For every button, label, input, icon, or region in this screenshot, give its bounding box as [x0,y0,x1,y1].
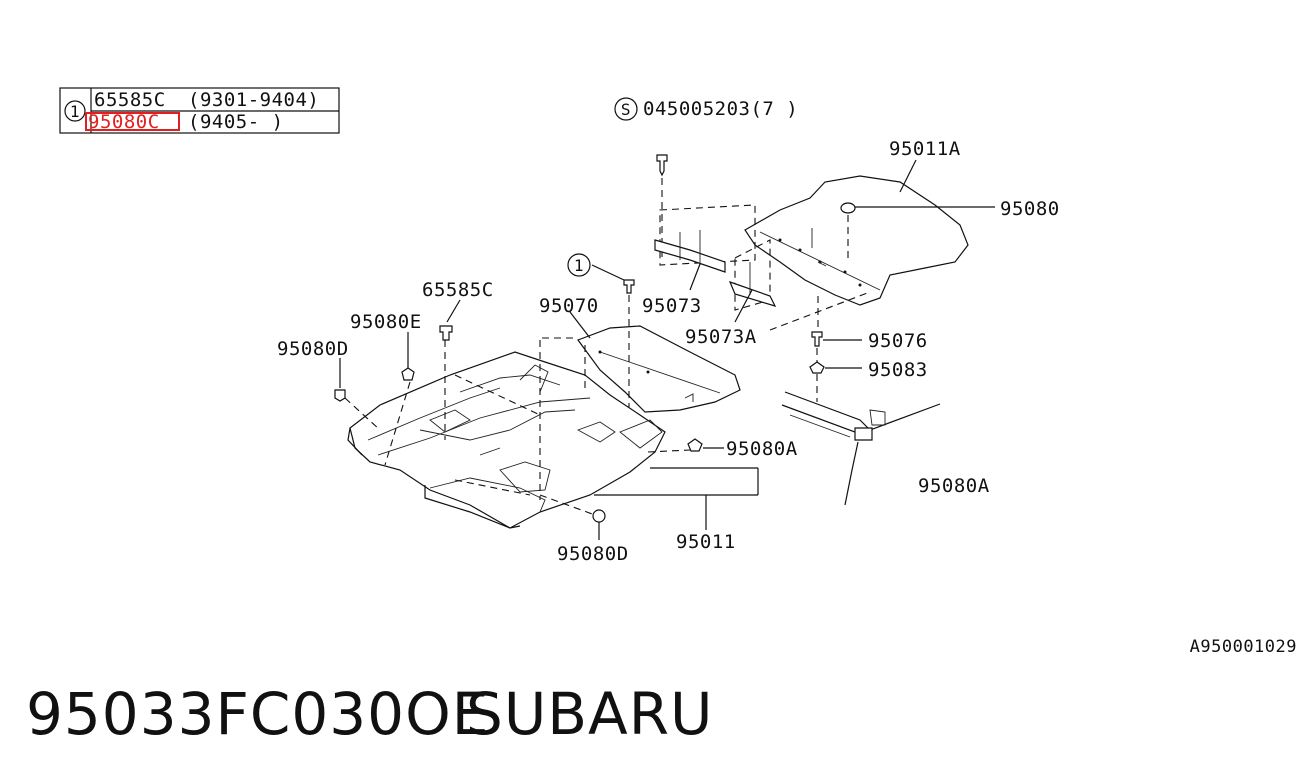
label-95080D-left[interactable]: 95080D [277,338,349,360]
label-95080A[interactable]: 95080A [726,438,798,460]
label-95073[interactable]: 95073 [642,295,702,317]
svg-text:1: 1 [574,256,584,275]
clip-95080E [401,332,415,381]
footer-part-number: 95033FC030OE [26,680,490,748]
label-65585C[interactable]: 65585C [422,279,494,301]
screw-part-label[interactable]: 045005203(7 ) [643,98,798,120]
label-95070[interactable]: 95070 [539,295,599,317]
legend-table: 1 65585C (9301-9404) 95080C (9405- ) [59,87,340,134]
bracket-95073 [654,204,777,311]
ref-one-circle-icon [567,253,591,277]
clip-65585C [439,299,461,341]
label-95073A[interactable]: 95073A [685,326,757,348]
detail-view [781,391,941,506]
legend-row-2-range: (9405- ) [188,111,284,133]
svg-text:S: S [621,100,631,119]
clip-95080D-left [334,358,346,402]
ref-one-callout: 1 [567,253,635,420]
leader-95011 [594,467,759,530]
label-95011[interactable]: 95011 [676,531,736,553]
clip-95080D-bottom [592,509,606,540]
label-95080[interactable]: 95080 [1000,198,1060,220]
screw-icon [656,154,668,177]
label-95076[interactable]: 95076 [868,330,928,352]
legend-row-1-range: (9301-9404) [188,89,319,111]
fastener-95083 [809,361,862,402]
legend-row-2-part[interactable]: 95080C [88,111,160,133]
label-95080D-bottom[interactable]: 95080D [557,543,629,565]
clip-95080 [840,202,995,258]
panel-95011A [744,175,969,306]
floor-pan [347,351,666,529]
ref-circle-icon [64,100,86,122]
fastener-95076 [811,331,862,362]
label-95083[interactable]: 95083 [868,359,928,381]
label-95080A-detail[interactable]: 95080A [918,475,990,497]
pad-95070 [577,325,741,413]
legend-row-2-highlight [85,112,180,131]
drawing-code: A950001029 [1190,637,1297,657]
callout-labels: 95011A 95080 95073 95073A 95076 95083 95… [277,138,1060,565]
ref-symbol: 1 [70,102,80,121]
screw-callout: S 045005203(7 ) [614,97,798,260]
clip-95080A [687,438,724,452]
label-95080E[interactable]: 95080E [350,311,422,333]
screw-symbol-icon [614,97,638,121]
label-95011A[interactable]: 95011A [889,138,961,160]
footer-brand: SUBARU [466,680,714,748]
legend-row-1-part[interactable]: 65585C [94,89,166,111]
